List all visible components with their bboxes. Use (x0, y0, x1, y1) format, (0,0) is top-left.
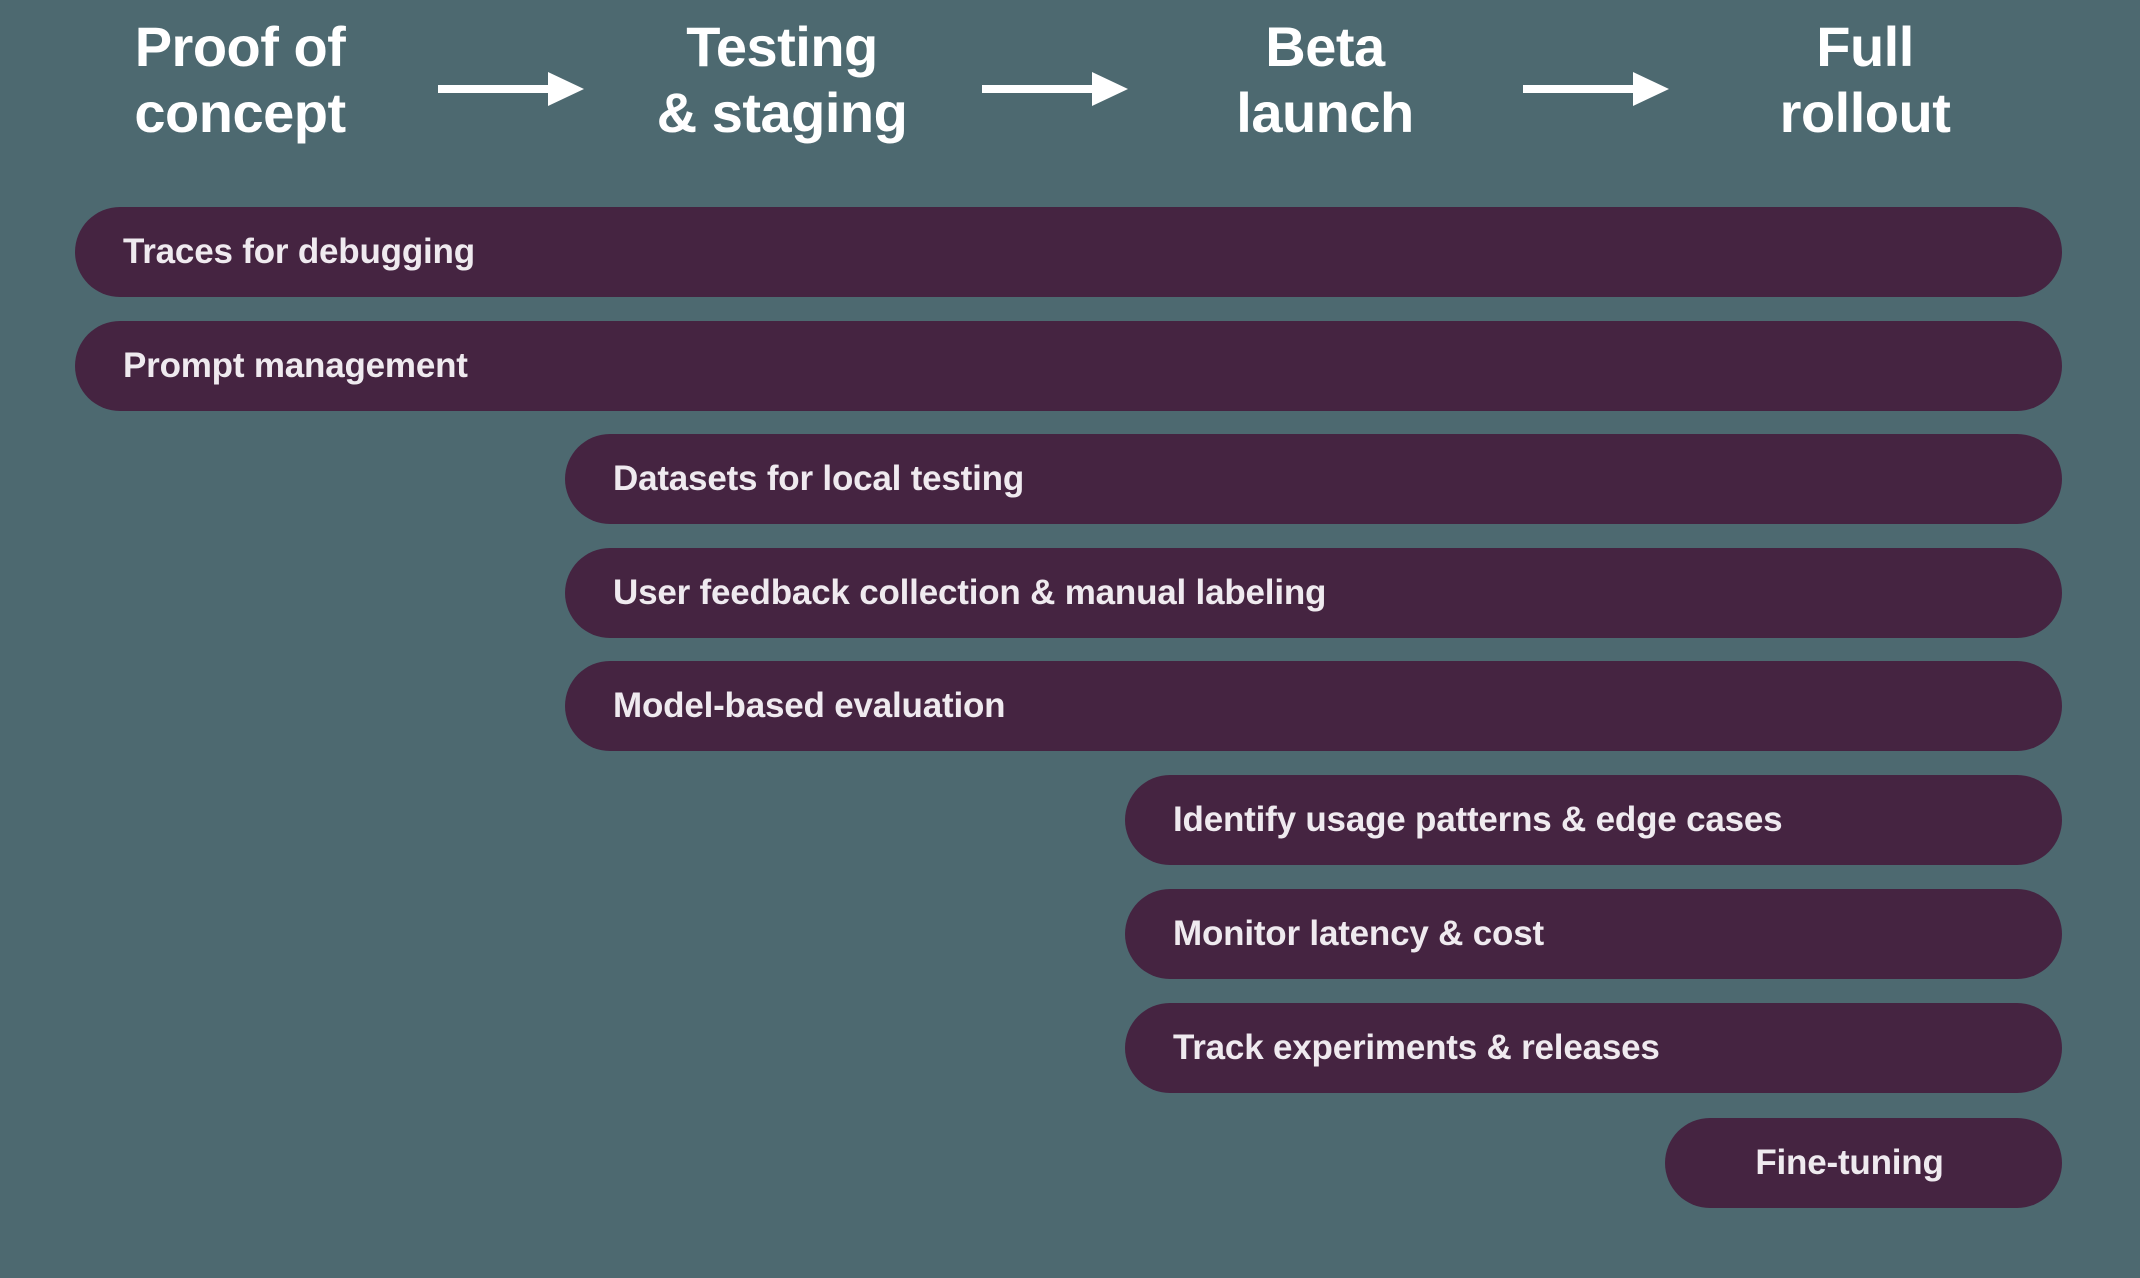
stage-header-row: Proof of concept Testing & staging Beta … (0, 0, 2140, 176)
capability-pill[interactable]: Traces for debugging (75, 207, 2062, 297)
capability-pill-label: Prompt management (123, 346, 468, 385)
capability-pill[interactable]: Monitor latency & cost (1125, 889, 2062, 979)
arrow-right-icon (1523, 72, 1669, 106)
arrow-right-icon (438, 72, 584, 106)
stage-label-testing-and-staging: Testing & staging (656, 15, 908, 144)
capability-pill-label: Fine-tuning (1755, 1143, 1944, 1182)
arrow-right-icon (982, 72, 1128, 106)
capability-pill-label: Datasets for local testing (613, 459, 1025, 498)
capability-pill[interactable]: Datasets for local testing (565, 434, 2062, 524)
capability-pill[interactable]: Track experiments & releases (1125, 1003, 2062, 1093)
capability-pill-label: Model-based evaluation (613, 686, 1006, 725)
capability-pill[interactable]: Model-based evaluation (565, 661, 2062, 751)
capability-pill-label: Traces for debugging (123, 232, 475, 271)
capability-pill[interactable]: Fine-tuning (1665, 1118, 2062, 1208)
capability-pill[interactable]: User feedback collection & manual labeli… (565, 548, 2062, 638)
capability-pill-label: Monitor latency & cost (1173, 914, 1544, 953)
capability-pill-label: Track experiments & releases (1173, 1028, 1660, 1067)
capability-pill-label: Identify usage patterns & edge cases (1173, 800, 1783, 839)
capability-pill-label: User feedback collection & manual labeli… (613, 573, 1327, 612)
stage-label-proof-of-concept: Proof of concept (134, 15, 346, 144)
capability-pill[interactable]: Prompt management (75, 321, 2062, 411)
stage-label-full-rollout: Full rollout (1779, 15, 1951, 144)
capability-pill[interactable]: Identify usage patterns & edge cases (1125, 775, 2062, 865)
stage-label-beta-launch: Beta launch (1236, 15, 1414, 144)
